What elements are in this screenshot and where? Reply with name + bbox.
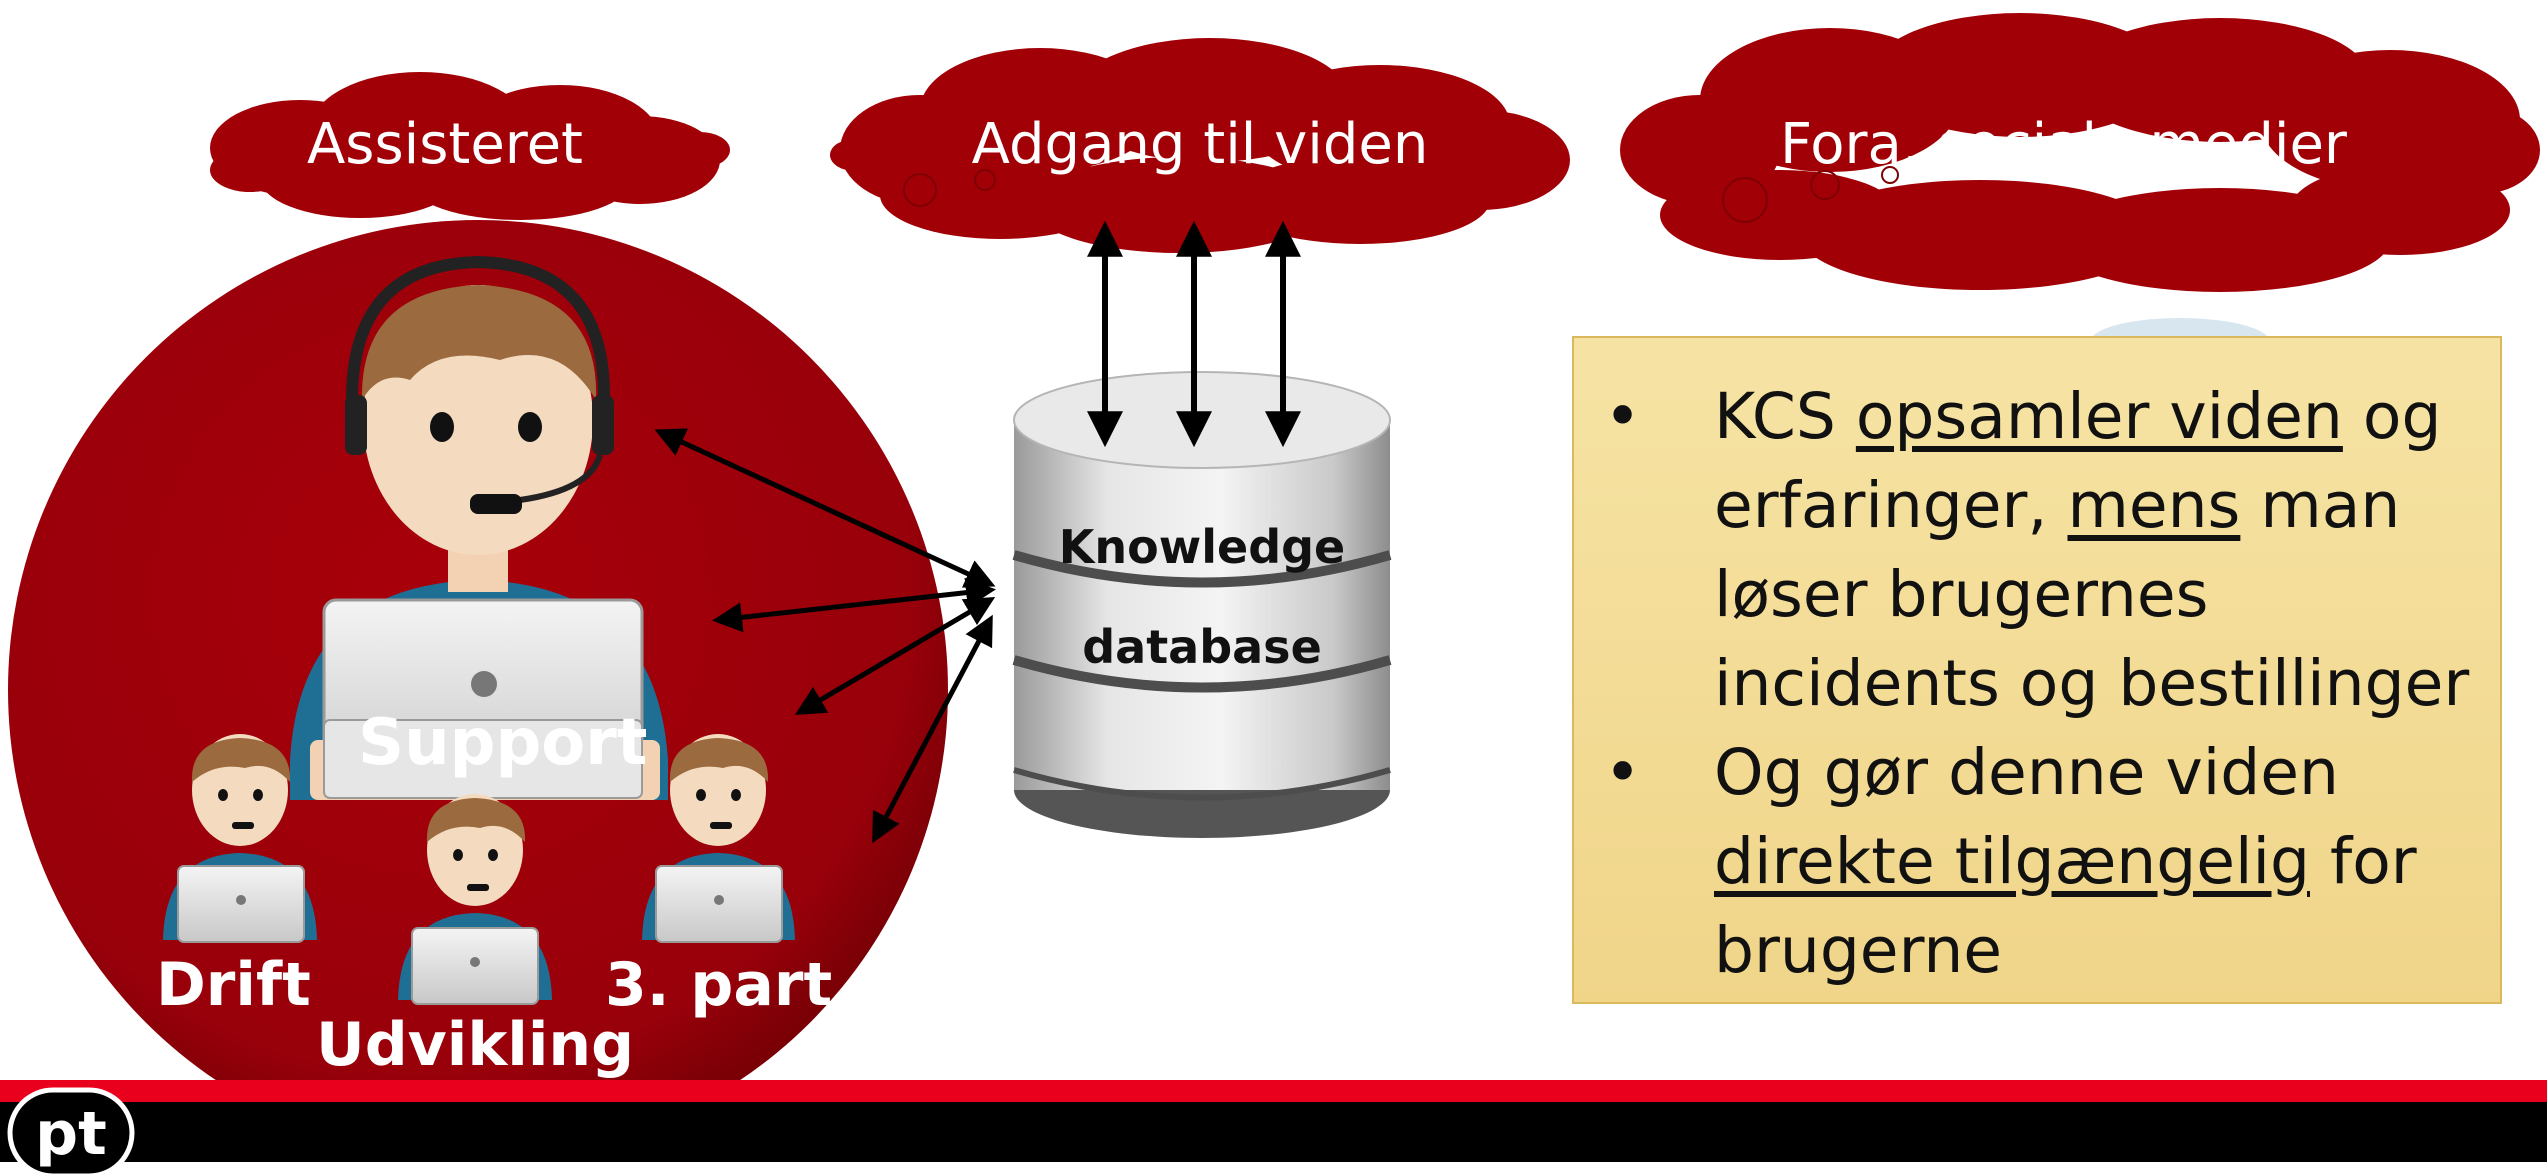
access-arrows [1087, 220, 1301, 448]
drift-person-icon [163, 734, 317, 943]
label-udvikling: Udvikling [316, 1010, 635, 1080]
cloud-label-forums: Fora, sociale medier [1780, 112, 2347, 177]
label-drift: Drift [156, 950, 311, 1020]
bullet-2-pre: Og gør denne viden [1714, 736, 2339, 809]
footer-black-bar [0, 1102, 2547, 1162]
label-third-party: 3. part [605, 950, 833, 1020]
udvikling-person-icon [398, 794, 552, 1005]
support-person-icon [290, 255, 668, 800]
cloud-label-assisted: Assisteret [306, 112, 583, 177]
pt-logo: pt [7, 1087, 135, 1176]
bullet-1-post: man løser brugernes incidents og bestill… [1714, 469, 2470, 720]
bullet-1-marker: • [1604, 380, 1642, 453]
bullet-item-1: •KCS opsamler viden og erfaringer, mens … [1604, 372, 2480, 728]
support-database-arrows [654, 428, 996, 844]
pt-logo-text: pt [35, 1099, 107, 1169]
bullet-2-marker: • [1604, 736, 1642, 809]
bullet-1-underline-2: mens [2067, 469, 2241, 542]
label-support: Support [358, 706, 648, 780]
bullet-1-pre: KCS [1714, 380, 1856, 453]
bullet-1-underline-1: opsamler viden [1855, 380, 2343, 453]
footer-red-stripe [0, 1080, 2547, 1102]
kcs-bullet-list: •KCS opsamler viden og erfaringer, mens … [1574, 338, 2500, 995]
bullet-item-2: •Og gør denne viden direkte tilgængelig … [1604, 728, 2480, 995]
bullet-1-mid: og erfaringer, [1714, 380, 2442, 542]
kcs-note-box: •KCS opsamler viden og erfaringer, mens … [1572, 336, 2502, 1004]
database-label-line1: Knowledge [1058, 520, 1346, 574]
database-icon [1012, 371, 1392, 838]
third-party-person-icon [642, 734, 795, 943]
cloud-label-access: Adgang til viden [971, 112, 1429, 177]
bullet-2-underline-1: direkte tilgængelig [1714, 825, 2310, 898]
cloud-assisted [210, 72, 730, 220]
database-label-line2: database [1082, 620, 1322, 674]
cloud-forums [1620, 13, 2540, 292]
bullet-2-post: for brugerne [1714, 825, 2417, 987]
